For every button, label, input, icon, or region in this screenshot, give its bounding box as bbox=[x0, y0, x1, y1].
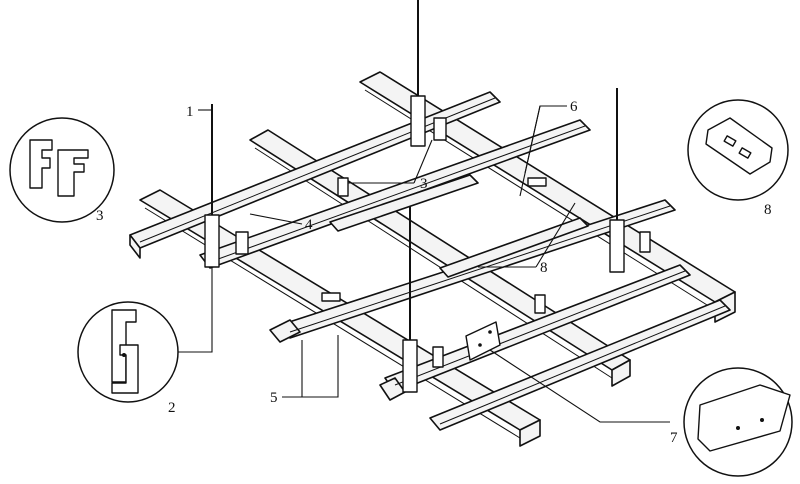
label-3-detail: 3 bbox=[96, 208, 104, 224]
detail-callout-2 bbox=[77, 301, 179, 403]
detail-callout-8 bbox=[687, 99, 789, 201]
detail-callout-3 bbox=[9, 117, 115, 223]
hanger-brackets bbox=[204, 95, 625, 393]
label-5: 5 bbox=[270, 390, 278, 406]
label-4: 4 bbox=[305, 217, 313, 233]
label-1: 1 bbox=[186, 104, 194, 120]
label-3-main: 3 bbox=[420, 176, 428, 192]
label-2: 2 bbox=[168, 400, 176, 416]
part-labels: 1 2 3 3 4 5 6 7 8 8 bbox=[96, 99, 772, 446]
label-8-main: 8 bbox=[540, 260, 548, 276]
connectors bbox=[235, 117, 651, 368]
connecting-tee-mid bbox=[329, 174, 589, 278]
label-6: 6 bbox=[570, 99, 578, 115]
detail-callout-7 bbox=[683, 367, 793, 477]
label-7: 7 bbox=[670, 430, 678, 446]
leader-lines bbox=[178, 105, 670, 423]
label-8-detail: 8 bbox=[764, 202, 772, 218]
cross-runners bbox=[129, 91, 731, 431]
runner-bottom bbox=[429, 299, 731, 431]
